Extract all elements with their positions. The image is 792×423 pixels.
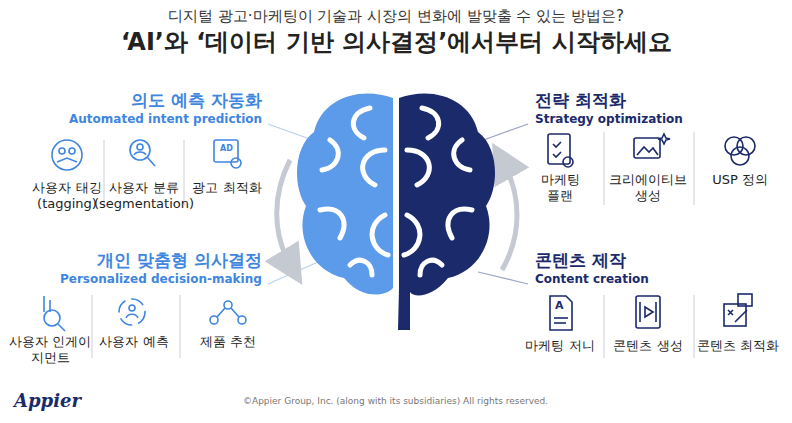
- icon-text: A: [555, 299, 564, 312]
- logo: Appier: [14, 390, 81, 412]
- item-label: 마케팅 플랜: [534, 172, 586, 203]
- item-label: 콘텐츠 생성: [608, 338, 688, 354]
- subtitle: 디지털 광고·마케팅이 기술과 시장의 변화에 발맞출 수 있는 방법은?: [168, 7, 624, 25]
- group-heading: 의도 예측 자동화: [131, 90, 262, 110]
- main-title: ‘AI’와 ‘데이터 기반 의사결정’에서부터 시작하세요: [121, 28, 672, 57]
- group-subheading: Personalized decision-making: [60, 272, 262, 286]
- left-hemisphere: [297, 93, 393, 294]
- item-label: 사용자 인게이지먼트: [7, 334, 93, 365]
- item-label: 사용자 예측: [94, 334, 174, 350]
- icons-blue: [44, 140, 246, 331]
- group-subheading: Automated intent prediction: [69, 112, 262, 126]
- right-hemisphere: [398, 93, 495, 330]
- group-subheading: Content creation: [535, 272, 649, 286]
- cycle-arrow: [502, 160, 517, 270]
- copyright: ©Appier Group, Inc. (along with its subs…: [243, 396, 548, 407]
- item-label: 광고 최적화: [187, 180, 267, 196]
- group-heading: 개인 맞춤형 의사결정: [97, 250, 262, 270]
- icon-text: AD: [220, 144, 233, 154]
- item-label: 크리에이티브 생성: [605, 172, 691, 203]
- group-heading: 콘텐츠 제작: [535, 250, 626, 270]
- item-label: USP 정의: [700, 172, 780, 188]
- icons-navy: [548, 134, 755, 330]
- separators: [92, 132, 694, 358]
- item-label: 콘텐츠 최적화: [695, 338, 781, 354]
- group-subheading: Strategy optimization: [535, 112, 683, 126]
- cycle-arrow: [277, 160, 292, 268]
- item-label: 사용자 분류 (segmentation): [94, 180, 194, 211]
- item-label: 제품 추천: [188, 334, 268, 350]
- item-label: 마케팅 저니: [520, 338, 600, 354]
- group-heading: 전략 최적화: [535, 90, 626, 110]
